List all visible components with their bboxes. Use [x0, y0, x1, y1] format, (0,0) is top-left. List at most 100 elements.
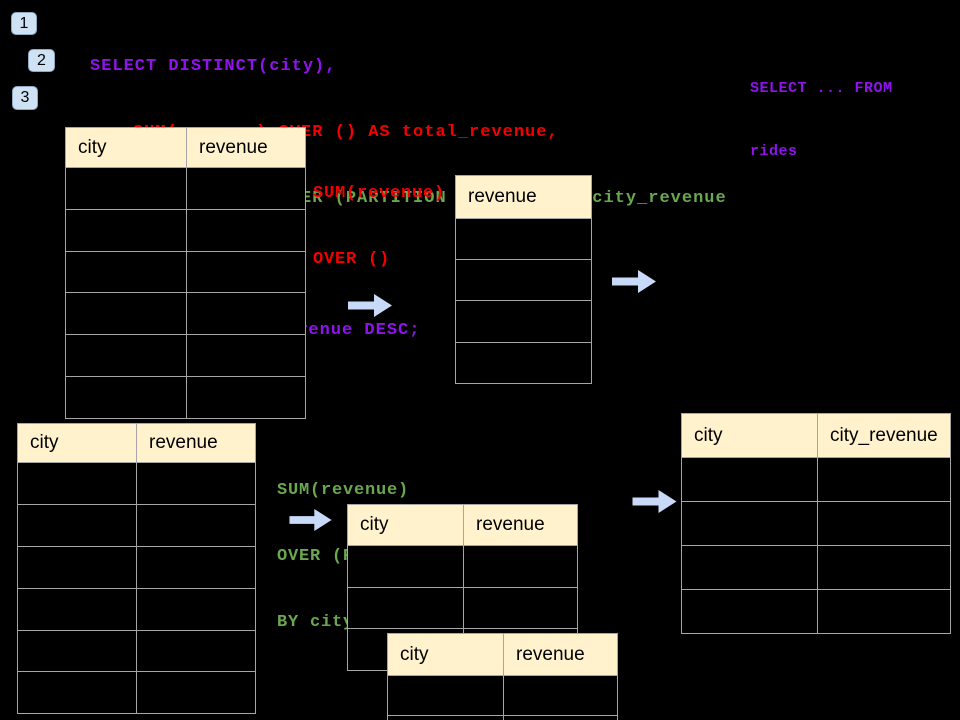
- arrow-right-icon: [612, 270, 656, 293]
- table-row: [18, 672, 256, 715]
- table-cell: [818, 502, 951, 546]
- table-cell: [682, 590, 818, 634]
- table-cell: [187, 335, 306, 377]
- annotation-total-line2: OVER (): [313, 250, 391, 269]
- table-cell: [388, 715, 504, 720]
- table-cell: [137, 546, 256, 589]
- table-row: [456, 342, 592, 384]
- table-cell: [137, 588, 256, 631]
- table-header-row: revenue: [456, 176, 592, 219]
- table-cell: [504, 676, 618, 716]
- table-cell: [187, 251, 306, 294]
- table-row: [18, 504, 256, 547]
- column-header-city: city: [66, 128, 187, 168]
- table-row: [18, 588, 256, 631]
- table-cell: [66, 335, 187, 377]
- table-cell: [66, 209, 187, 252]
- table-cell: [137, 630, 256, 673]
- column-header-city: city: [18, 424, 137, 463]
- table-cell: [348, 546, 464, 588]
- arrow-right-icon: [348, 294, 392, 317]
- annotation-partition-line1: SUM(revenue): [277, 481, 410, 500]
- table-row: [388, 715, 618, 720]
- table-cell: [137, 463, 256, 505]
- table-cell: [464, 587, 578, 630]
- column-header-revenue: revenue: [464, 505, 578, 546]
- table-cell: [456, 301, 592, 343]
- table-row: [66, 209, 306, 252]
- table-row: [66, 251, 306, 294]
- table-row: [456, 301, 592, 343]
- table-row: [388, 676, 618, 716]
- column-header-revenue: revenue: [456, 176, 592, 219]
- table-cell: [187, 209, 306, 252]
- table-row: [456, 219, 592, 261]
- table-cell: [504, 715, 618, 720]
- table-row: [66, 335, 306, 377]
- table-row: [18, 546, 256, 589]
- table-row: [18, 463, 256, 505]
- table-cell: [18, 546, 137, 589]
- table-row: [456, 260, 592, 302]
- annotation-total-line1: SUM(revenue): [313, 184, 446, 203]
- table-cell: [464, 546, 578, 588]
- table-row: [682, 458, 951, 502]
- table-row: [66, 293, 306, 336]
- column-header-city: city: [682, 414, 818, 458]
- step-badge-3: 3: [12, 86, 38, 110]
- table-cell: [682, 546, 818, 590]
- table-cell: [18, 504, 137, 547]
- table-cell: [18, 672, 137, 715]
- column-header-revenue: revenue: [504, 634, 618, 676]
- table-cell: [187, 168, 306, 210]
- table-cell: [18, 630, 137, 673]
- table-cell: [456, 342, 592, 384]
- side-note-line2: rides: [750, 143, 798, 160]
- table-row: [682, 590, 951, 634]
- table-cell: [682, 458, 818, 502]
- table-row: [682, 502, 951, 546]
- side-note-line1: SELECT ... FROM: [750, 80, 893, 97]
- table-cell: [66, 251, 187, 294]
- annotation-total-revenue: SUM(revenue) OVER (): [313, 139, 445, 315]
- table-row: [66, 168, 306, 210]
- table-cell: [18, 588, 137, 631]
- table-cell: [187, 376, 306, 419]
- table-cell: [818, 590, 951, 634]
- table-row: [18, 630, 256, 673]
- table-cell: [18, 463, 137, 505]
- table-cell: [137, 672, 256, 715]
- table-cell: [818, 458, 951, 502]
- step-badge-1: 1: [11, 12, 37, 35]
- table-row: [348, 587, 578, 630]
- sql-line-select: SELECT DISTINCT(city),: [90, 57, 337, 76]
- column-header-revenue: revenue: [187, 128, 306, 168]
- table-cell: [66, 293, 187, 336]
- table-row: [682, 546, 951, 590]
- column-header-city_revenue: city_revenue: [818, 414, 951, 458]
- table-row: [348, 546, 578, 588]
- column-header-city: city: [348, 505, 464, 546]
- table-cell: [187, 293, 306, 336]
- side-note-select-from-rides: SELECT ... FROM rides: [750, 36, 893, 204]
- arrow-right-icon: [289, 509, 332, 531]
- table-total-revenue-result: revenue: [455, 175, 592, 384]
- step-badge-2: 2: [28, 49, 55, 72]
- table-cell: [456, 260, 592, 302]
- column-header-revenue: revenue: [137, 424, 256, 463]
- table-cell: [348, 587, 464, 630]
- column-header-city: city: [388, 634, 504, 676]
- table-cell: [388, 676, 504, 716]
- table-cell: [456, 219, 592, 261]
- table-row: [66, 376, 306, 419]
- table-cell: [66, 168, 187, 210]
